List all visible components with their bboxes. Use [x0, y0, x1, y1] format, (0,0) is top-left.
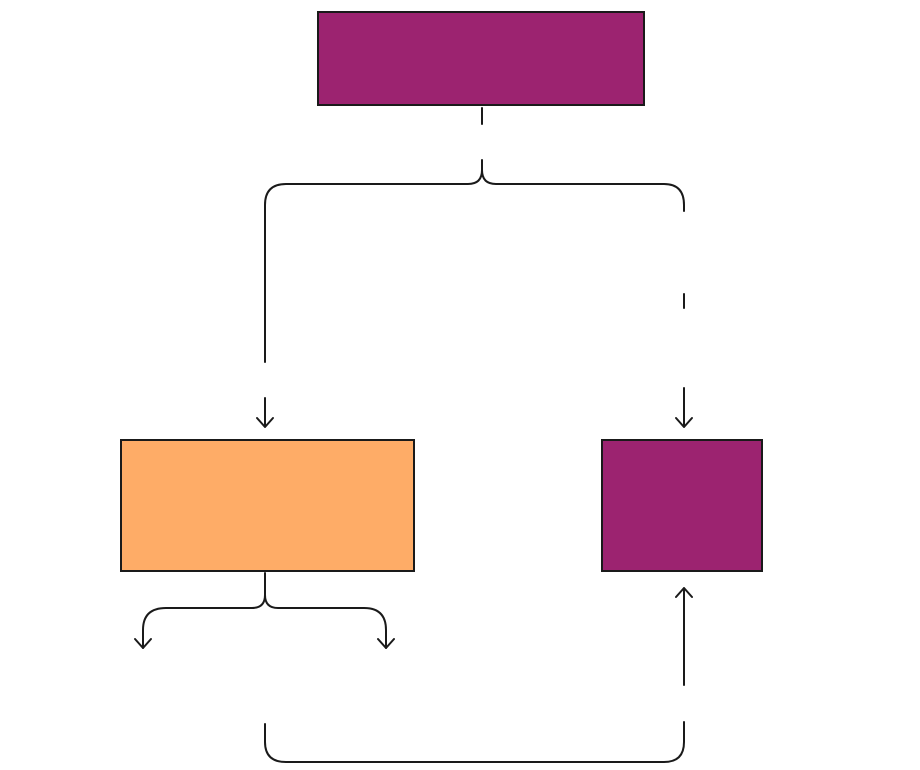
edges	[134, 107, 693, 763]
arrow-left-split-a	[134, 638, 152, 649]
edge-top-branch	[264, 159, 483, 363]
arrow-to-right	[675, 387, 693, 428]
edge-top-branch-right	[481, 169, 685, 212]
node-left[interactable]	[120, 439, 415, 572]
node-top[interactable]	[317, 11, 645, 106]
arrow-to-right-bottom	[675, 587, 693, 686]
edge-left-split	[142, 572, 387, 649]
nodes	[120, 11, 763, 572]
node-right[interactable]	[601, 439, 763, 572]
edge-bottom-loop	[264, 721, 685, 763]
arrow-left-split-b	[377, 638, 395, 649]
arrow-to-left	[256, 397, 274, 428]
